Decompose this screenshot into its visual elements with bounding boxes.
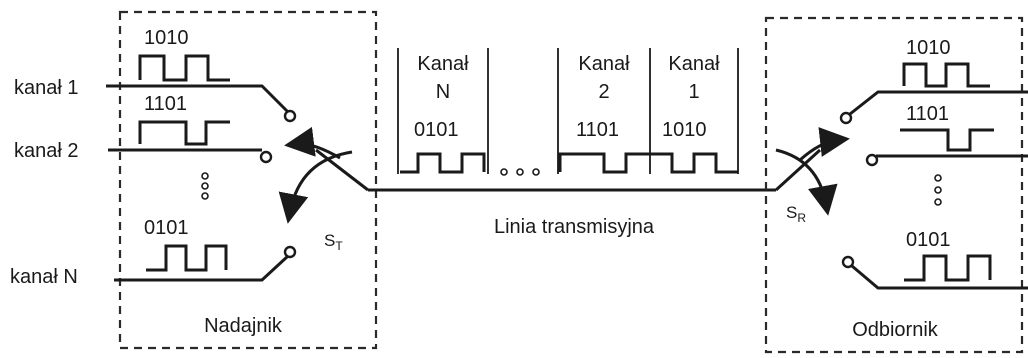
tx-switch-blade (315, 148, 369, 192)
input-waveform-n (146, 244, 228, 272)
tx-rotation-arrow (278, 150, 353, 224)
input-line-n (114, 254, 290, 282)
output-line-n (851, 264, 1028, 290)
receiver-label: Odbiornik (852, 319, 939, 341)
transmitter-box (118, 10, 378, 350)
output-bits-2: 1101 (906, 103, 949, 125)
frame-1-title: Kanał (668, 53, 720, 75)
frame-n-waveform (400, 152, 486, 174)
output-bits-n: 0101 (906, 229, 951, 251)
tx-ellipsis-dot (201, 172, 209, 180)
rx-contact-1 (839, 111, 853, 125)
frame-1-waveform (650, 152, 738, 174)
receiver-box (764, 16, 1024, 354)
input-bits-n: 0101 (144, 217, 189, 239)
tx-contact-1 (283, 109, 297, 123)
rx-ellipsis-dot (934, 186, 942, 194)
rx-rotation-arrow (775, 148, 838, 216)
frame-2-waveform (558, 152, 650, 174)
rx-switch-blade (774, 148, 822, 192)
output-waveform-n (904, 254, 992, 282)
frame-2-bits: 1101 (576, 119, 619, 141)
tx-switch-label: ST (324, 231, 343, 253)
frame-1-number: 1 (688, 81, 699, 103)
input-waveform-1 (138, 54, 230, 82)
frame-n-bits: 0101 (414, 119, 459, 141)
input-label-n: kanał N (10, 266, 78, 288)
input-line-1 (106, 84, 290, 114)
input-bits-2: 1101 (144, 93, 187, 115)
output-bits-1: 1010 (906, 37, 951, 59)
frame-n-title: Kanał (417, 53, 469, 75)
rx-ellipsis-dot (934, 174, 942, 182)
frame-1-bits: 1010 (662, 119, 707, 141)
frame-n-number: N (436, 81, 450, 103)
frame-2-number: 2 (598, 81, 609, 103)
tx-ellipsis-dot (201, 192, 209, 200)
transmission-line-label: Linia transmisyjna (494, 216, 655, 238)
input-bits-1: 1010 (144, 27, 189, 49)
line-ellipsis-dot (532, 168, 540, 176)
line-ellipsis-dot (516, 168, 524, 176)
transmitter-label: Nadajnik (204, 315, 283, 337)
tx-contact-n (283, 245, 297, 259)
output-waveform-1 (902, 62, 990, 88)
rx-contact-2 (865, 153, 879, 167)
rx-switch-label: SR (786, 203, 806, 225)
input-label-2: kanał 2 (14, 140, 79, 162)
rx-contact-n (841, 255, 855, 269)
tx-ellipsis-dot (201, 182, 209, 190)
tx-rotation-arrow-top (284, 126, 341, 160)
output-line-1 (849, 90, 1028, 116)
line-ellipsis-dot (500, 168, 508, 176)
output-waveform-2 (900, 128, 994, 152)
input-waveform-2 (138, 120, 230, 146)
input-label-1: kanał 1 (14, 77, 79, 99)
tx-contact-2 (259, 150, 273, 164)
rx-rotation-arrow-top (798, 127, 850, 162)
rx-ellipsis-dot (934, 198, 942, 206)
frame-2-title: Kanał (578, 53, 630, 75)
